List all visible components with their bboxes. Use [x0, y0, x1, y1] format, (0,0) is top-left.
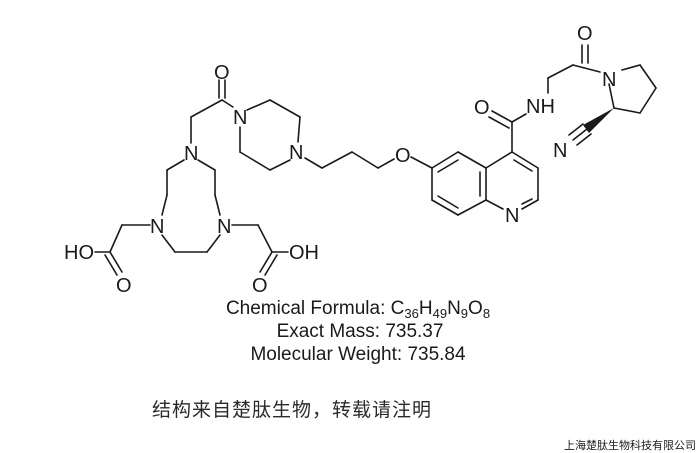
atom-o-right-carbonyl: O [252, 275, 268, 297]
atom-n-pyrrolidine: N [602, 69, 616, 91]
atom-oh-right: OH [289, 242, 319, 264]
copyright-notice: 结构来自楚肽生物，转载请注明 [152, 399, 433, 421]
formula-label: Chemical Formula: [225, 298, 391, 319]
exact-mass-label: Exact Mass: [276, 321, 386, 342]
atom-n-piperazine-4: N [289, 142, 303, 164]
atom-n-piperazine-1: N [233, 107, 247, 129]
exact-mass: Exact Mass: 735.37 [10, 321, 700, 343]
atom-ho-left: HO [64, 242, 94, 264]
formula-element-h: H [418, 298, 433, 319]
formula-count-c: 36 [404, 306, 419, 321]
formula-element-n: N [447, 298, 461, 319]
atom-o-amide: O [474, 97, 490, 119]
formula-count-o: 8 [482, 306, 491, 321]
stereo-wedge-bond [583, 108, 614, 133]
bonds [94, 44, 657, 276]
atom-o-ether: O [395, 145, 411, 167]
atom-n-macrocycle-right: N [217, 216, 231, 238]
atom-n-macrocycle-left: N [150, 216, 164, 238]
atom-o-acyl: O [214, 62, 230, 84]
atom-o-left-carbonyl: O [116, 275, 132, 297]
company-name: 上海楚肽生物科技有限公司 [564, 439, 696, 452]
formula-count-h: 49 [432, 306, 448, 321]
atom-o-glycyl: O [577, 23, 593, 45]
formula-count-n: 9 [460, 306, 469, 321]
atom-n-macrocycle-top: N [184, 143, 198, 165]
chemical-formula: Chemical Formula: C36H49N9O8 [8, 298, 700, 320]
atom-labels: N N N O N N HO O OH O O N O NH O N N [64, 23, 616, 297]
atom-n-quinoline: N [505, 205, 519, 227]
atom-n-nitrile: N [553, 140, 567, 162]
exact-mass-value: 735.37 [385, 321, 444, 342]
molecular-weight-label: Molecular Weight: [250, 344, 408, 365]
molecular-weight-value: 735.84 [407, 344, 466, 365]
molecular-weight: Molecular Weight: 735.84 [8, 344, 700, 366]
atom-nh-amide: NH [526, 96, 555, 118]
formula-element-c: C [390, 298, 405, 319]
formula-element-o: O [468, 298, 483, 319]
